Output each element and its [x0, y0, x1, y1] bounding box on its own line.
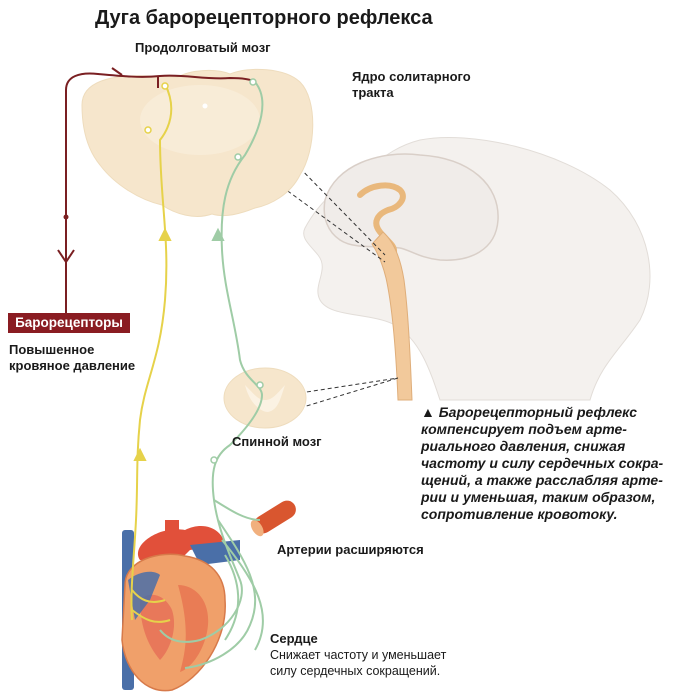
heart-label: Сердце: [270, 631, 318, 646]
heart-description: Снижает частоту и уменьшает силу сердечн…: [270, 648, 447, 678]
caption-marker-icon: ▲: [421, 404, 435, 420]
brainstem: [371, 231, 413, 401]
parasympathetic-pathway: [159, 81, 264, 669]
baroreceptors-label: Барорецепторы: [8, 313, 130, 333]
elevated-pressure-label: Повышенное кровяное давление: [9, 342, 136, 373]
artery-segment: [250, 500, 296, 537]
diagram-title: Дуга барорецепторного рефлекса: [95, 7, 433, 29]
medulla-label: Продолговатый мозг: [135, 40, 271, 55]
spinal-cord-cross-section: [223, 367, 307, 429]
arteries-label: Артерии расширяются: [277, 542, 424, 557]
figure-caption: ▲ Барорецепторный рефлекс компенсирует п…: [421, 404, 664, 522]
synapse-nodes: [210, 78, 264, 464]
brain-section: [323, 153, 499, 261]
heart-illustration: [121, 520, 240, 692]
solitary-nucleus-label: Ядро солитарного тракта: [352, 69, 471, 100]
sympathetic-pathway: [130, 83, 173, 623]
afferent-pathway: [57, 67, 256, 313]
spinal-cord-label: Спинной мозг: [232, 434, 322, 449]
